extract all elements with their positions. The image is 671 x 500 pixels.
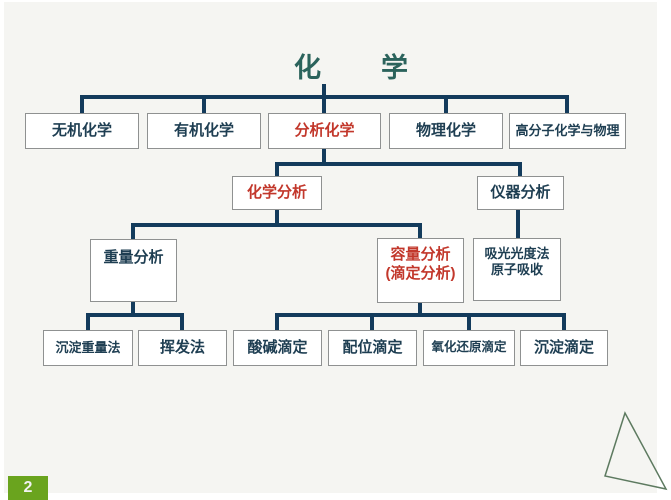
connector-vline — [275, 313, 279, 330]
connector-vline — [275, 210, 279, 227]
page-number-badge: 2 — [8, 476, 48, 500]
node-analytical-chemistry: 分析化学 — [268, 113, 381, 149]
node-polymer-chemistry: 高分子化学与物理 — [509, 113, 626, 149]
connector-vline — [80, 95, 84, 113]
diagram-title: 化 学 — [294, 53, 410, 83]
node-organic-chemistry: 有机化学 — [147, 113, 261, 149]
node-label: 原子吸收 — [490, 262, 543, 278]
connector-vline — [418, 223, 422, 239]
connector-vline — [418, 303, 422, 317]
connector-vline — [518, 162, 522, 176]
connector-vline — [322, 149, 326, 166]
connector-vline — [322, 84, 326, 97]
connector-hline — [275, 313, 566, 317]
node-precipitation-titration: 沉淀滴定 — [520, 330, 608, 366]
node-volumetric-analysis: 容量分析 (滴定分析) — [377, 238, 464, 303]
node-instrumental-analysis: 仪器分析 — [477, 176, 564, 210]
connector-hline — [86, 313, 184, 317]
connector-vline — [516, 210, 520, 239]
node-label: (滴定分析) — [385, 264, 456, 282]
connector-vline — [86, 313, 90, 330]
node-chemical-analysis: 化学分析 — [232, 176, 322, 210]
node-spectrophotometry: 吸光光度法 原子吸收 — [473, 238, 561, 301]
connector-vline — [180, 313, 184, 330]
node-complexometric-titration: 配位滴定 — [328, 330, 417, 366]
node-physical-chemistry: 物理化学 — [389, 113, 503, 149]
connector-vline — [275, 162, 279, 176]
connector-vline — [131, 223, 135, 239]
connector-vline — [202, 95, 206, 113]
node-precipitation-gravimetric: 沉淀重量法 — [43, 330, 133, 366]
node-acid-base-titration: 酸碱滴定 — [233, 330, 322, 366]
connector-vline — [565, 95, 569, 113]
node-volatilization: 挥发法 — [138, 330, 227, 366]
connector-vline — [322, 95, 326, 113]
node-label: 容量分析 — [390, 246, 451, 263]
node-redox-titration: 氧化还原滴定 — [423, 330, 515, 366]
connector-vline — [444, 95, 448, 113]
connector-vline — [562, 313, 566, 330]
node-inorganic-chemistry: 无机化学 — [25, 113, 139, 149]
connector-hline — [275, 162, 522, 166]
connector-vline — [467, 313, 471, 330]
connector-hline — [131, 223, 421, 227]
node-gravimetric-analysis: 重量分析 — [90, 239, 177, 302]
connector-vline — [131, 302, 135, 317]
connector-vline — [370, 313, 374, 330]
node-label: 吸光光度法 — [484, 246, 550, 261]
